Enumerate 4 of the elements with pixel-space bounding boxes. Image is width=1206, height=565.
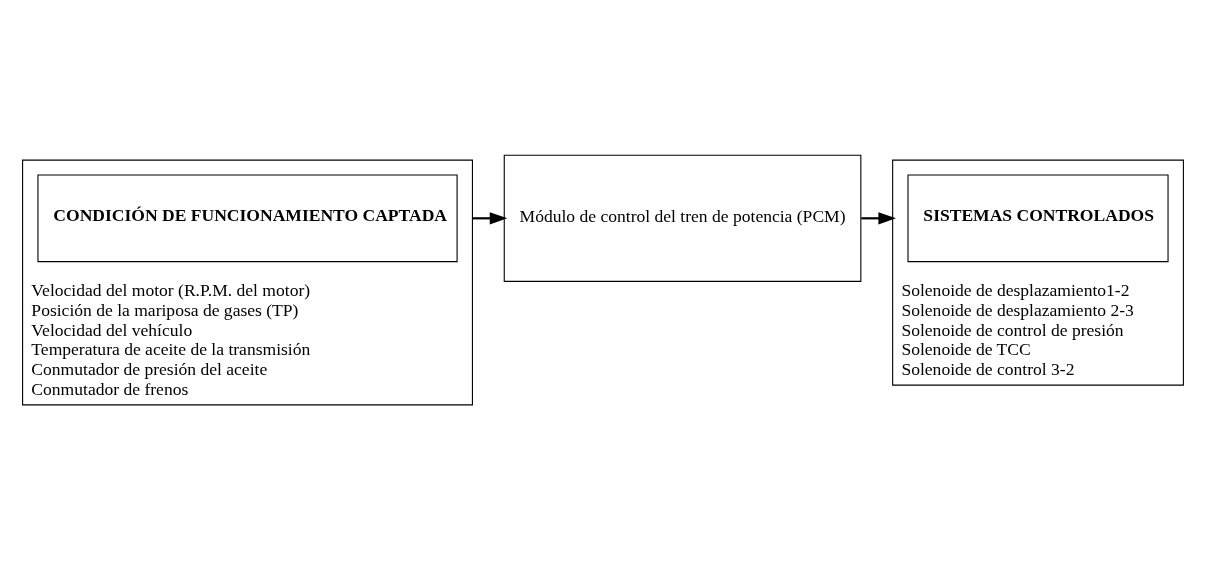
node-box: CONDICIÓN DE FUNCIONAMIENTO CAPTADA (37, 174, 458, 263)
node-box: SISTEMAS CONTROLADOS (907, 174, 1169, 263)
node-box: Módulo de control del tren de potencia (PCM) (503, 154, 862, 282)
arrow (472, 212, 508, 225)
